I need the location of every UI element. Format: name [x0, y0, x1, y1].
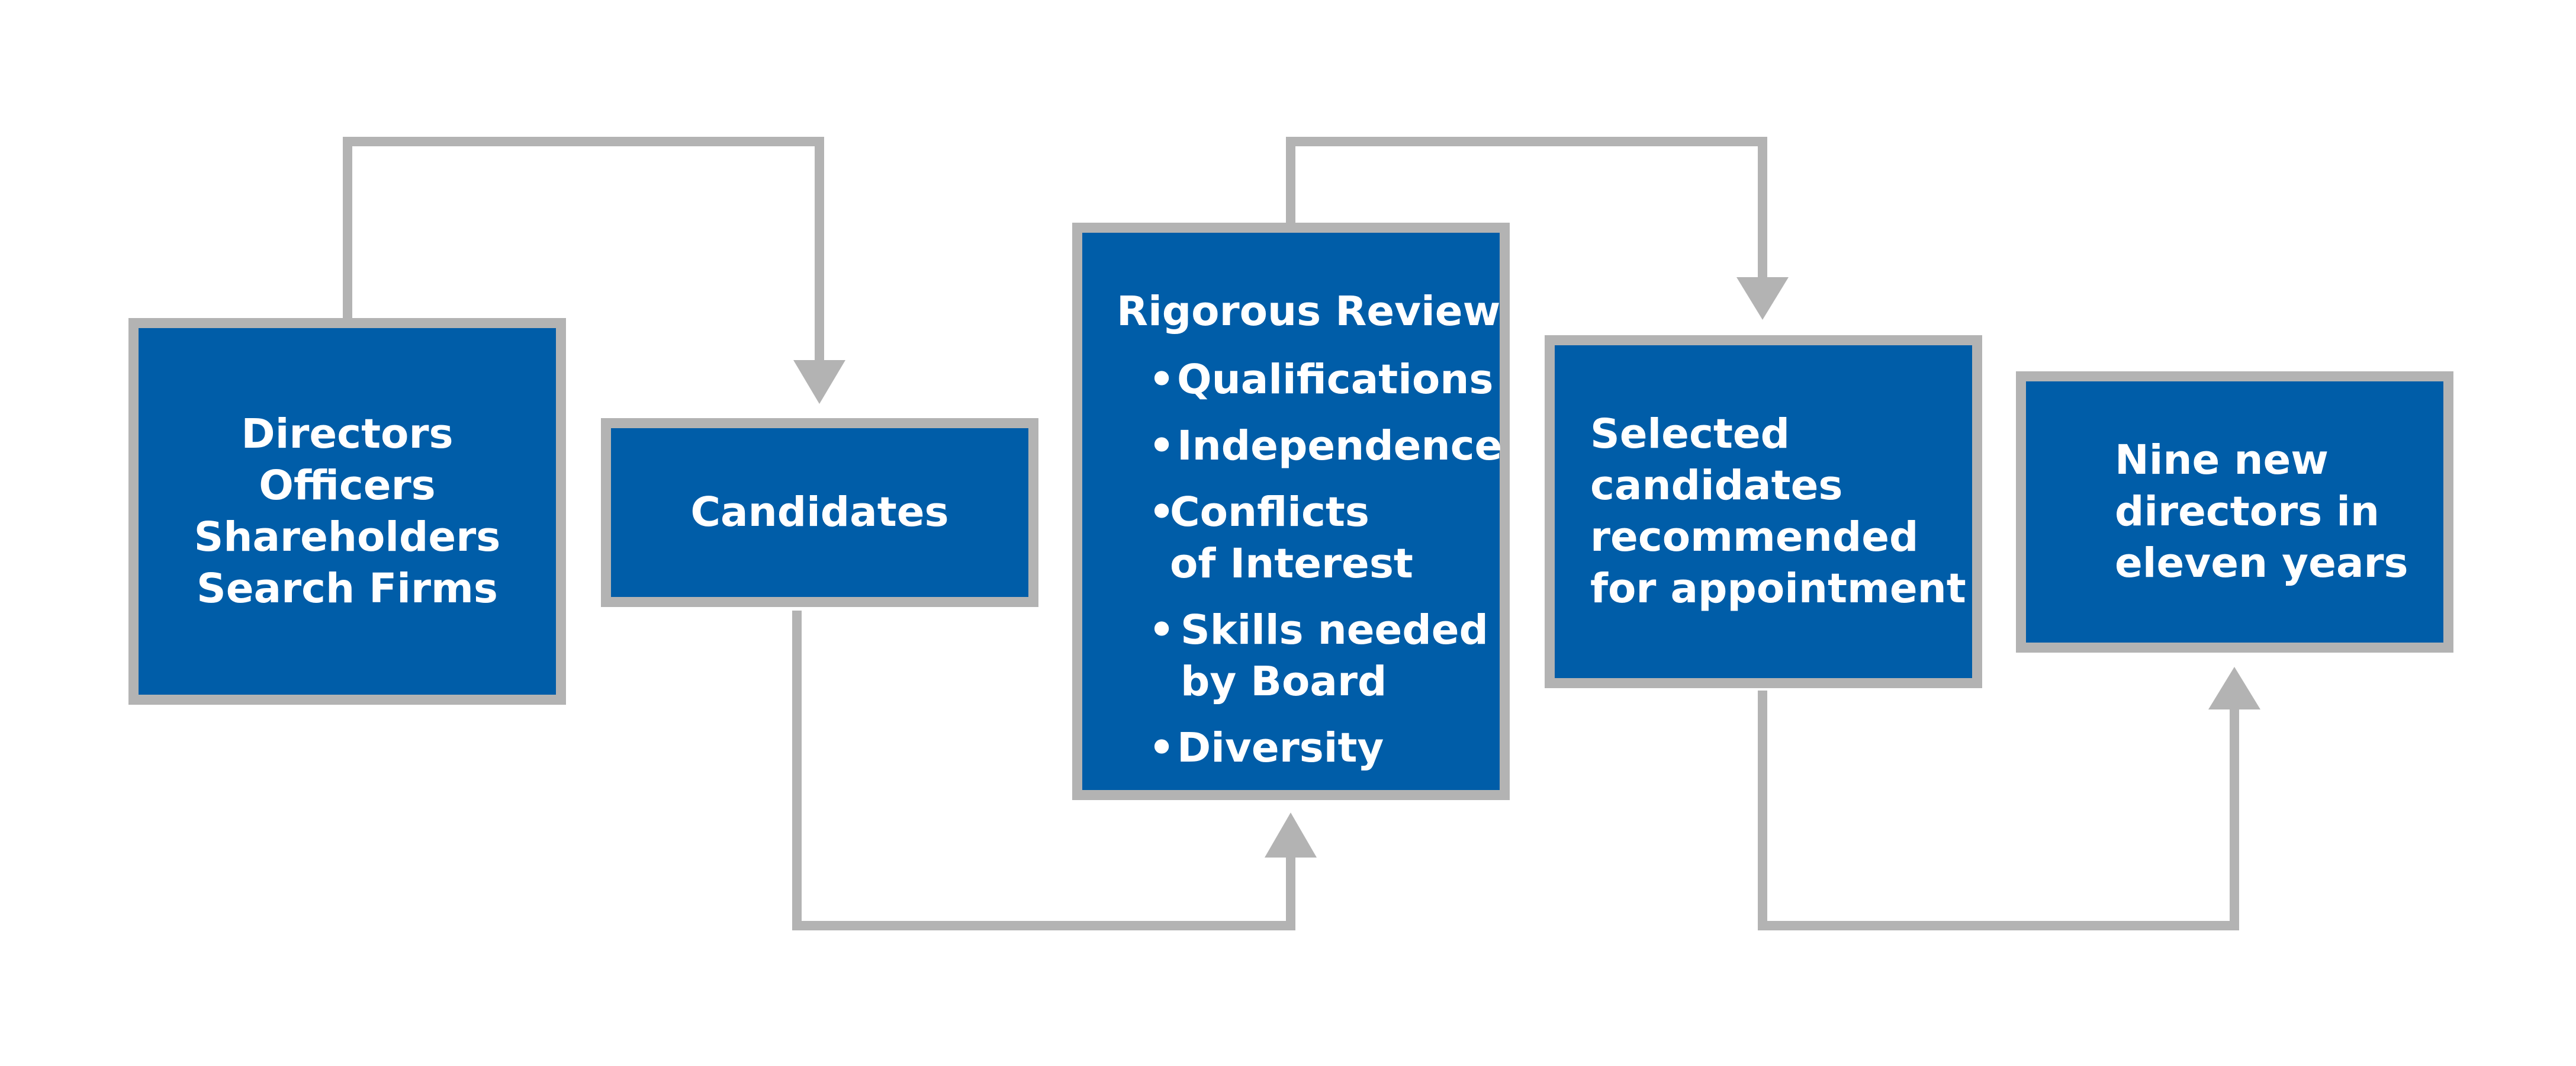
review-criterion-skills: • Skills needed by Board	[1149, 605, 1502, 708]
criterion-text: Skills needed	[1181, 606, 1488, 654]
bullet-glyph: •	[1149, 356, 1175, 403]
review-criteria-list: • Qualifications • Independence • Confli…	[1149, 354, 1502, 789]
connector-candidates-to-review	[792, 611, 1295, 930]
sources-line-officers: Officers	[259, 461, 436, 509]
outcome-line-2: directors in	[2115, 488, 2380, 535]
selected-box: Selected candidates recommended for appo…	[1545, 335, 1982, 688]
outcome-line-1: Nine new	[2115, 436, 2329, 484]
arrowhead-to-review	[1265, 813, 1317, 858]
criterion-text: Independence	[1177, 422, 1503, 470]
outcome-line-3: eleven years	[2115, 540, 2408, 587]
bullet-glyph: •	[1149, 489, 1175, 536]
arrowhead-to-selected	[1736, 277, 1789, 320]
review-criterion-conflicts: • Conflicts of Interest	[1149, 487, 1502, 590]
bullet-glyph: •	[1149, 422, 1175, 470]
connector-sources-to-candidates	[343, 137, 824, 373]
review-criterion-qualifications: • Qualifications	[1149, 354, 1502, 406]
criterion-text: Conflicts	[1170, 489, 1369, 536]
outcome-box: Nine new directors in eleven years	[2016, 371, 2453, 653]
selected-line-3: recommended	[1590, 513, 1919, 561]
sources-line-search-firms: Search Firms	[197, 564, 498, 612]
criterion-text-continued: by Board	[1181, 658, 1387, 705]
candidates-label: Candidates	[690, 489, 949, 536]
sources-box: Directors Officers Shareholders Search F…	[128, 318, 566, 705]
review-title: Rigorous Review	[1117, 288, 1501, 335]
candidates-box: Candidates	[601, 418, 1038, 607]
review-box: Rigorous Review • Qualifications • Indep…	[1072, 223, 1510, 800]
criterion-text: Diversity	[1177, 724, 1384, 772]
bullet-glyph: •	[1149, 724, 1175, 772]
connector-review-to-selected	[1286, 137, 1767, 283]
bullet-glyph: •	[1149, 606, 1175, 654]
sources-line-shareholders: Shareholders	[194, 513, 501, 561]
selected-line-4: for appointment	[1590, 565, 1966, 612]
review-criterion-independence: • Independence	[1149, 420, 1502, 472]
selected-line-2: candidates	[1590, 462, 1843, 509]
connector-selected-to-nine	[1758, 691, 2239, 930]
sources-line-directors: Directors	[241, 410, 454, 458]
arrowhead-to-nine	[2208, 667, 2260, 709]
arrowhead-to-candidates	[793, 360, 845, 404]
criterion-text-continued: of Interest	[1170, 540, 1413, 587]
selected-line-1: Selected	[1590, 410, 1790, 458]
review-criterion-diversity: • Diversity	[1149, 723, 1502, 774]
criterion-text: Qualifications	[1177, 356, 1494, 403]
